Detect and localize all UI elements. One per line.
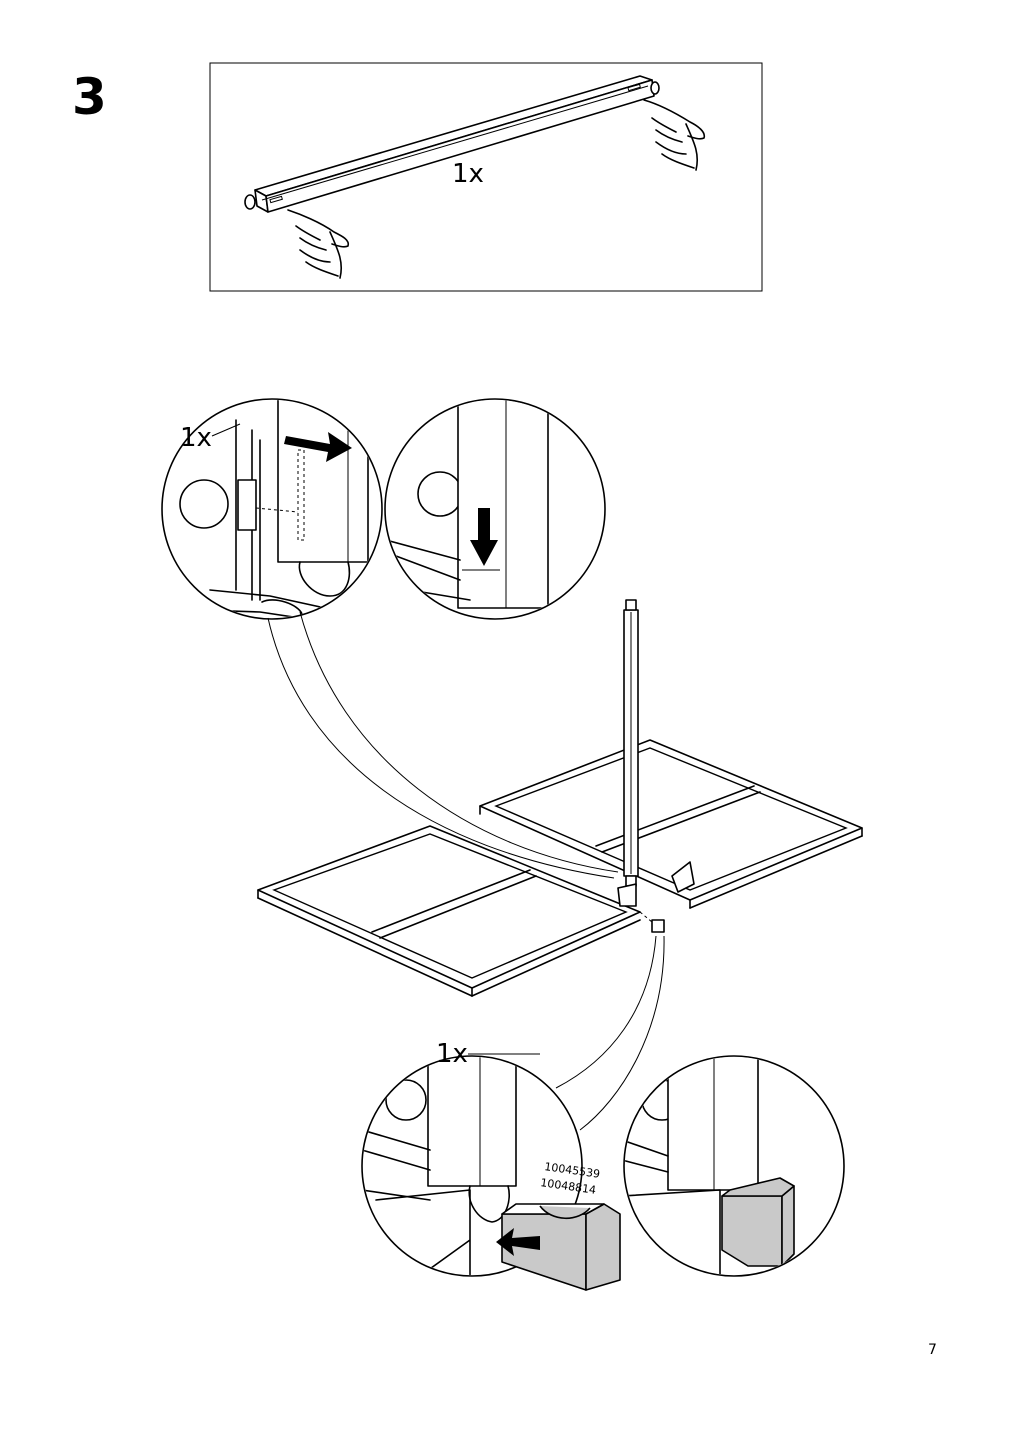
hand-pointing-icon bbox=[287, 209, 350, 279]
detail-circle-clip: 1x bbox=[161, 398, 383, 620]
rail-panel: 1x bbox=[209, 62, 763, 292]
clip-quantity: 1x bbox=[180, 423, 212, 453]
step-number: 3 bbox=[72, 68, 107, 126]
arrow-down-icon bbox=[470, 508, 498, 566]
post bbox=[617, 599, 639, 907]
detail-circle-foot: 1x 10045539 10048814 bbox=[361, 1039, 621, 1291]
foot-insert bbox=[651, 919, 665, 933]
hand-pointing-icon bbox=[643, 99, 706, 171]
right-frame bbox=[479, 739, 863, 909]
detail-circle-foot-installed bbox=[623, 1055, 845, 1277]
foot-quantity: 1x bbox=[436, 1039, 468, 1069]
arrow-left-icon bbox=[496, 1228, 540, 1256]
rail bbox=[244, 75, 660, 213]
foot-insert-part bbox=[501, 1203, 621, 1291]
panel-frame bbox=[209, 62, 763, 292]
arrow-left-icon bbox=[284, 432, 352, 462]
page-number: 7 bbox=[928, 1342, 937, 1358]
detail-circle-insert bbox=[384, 398, 606, 620]
rail-quantity: 1x bbox=[452, 159, 484, 189]
